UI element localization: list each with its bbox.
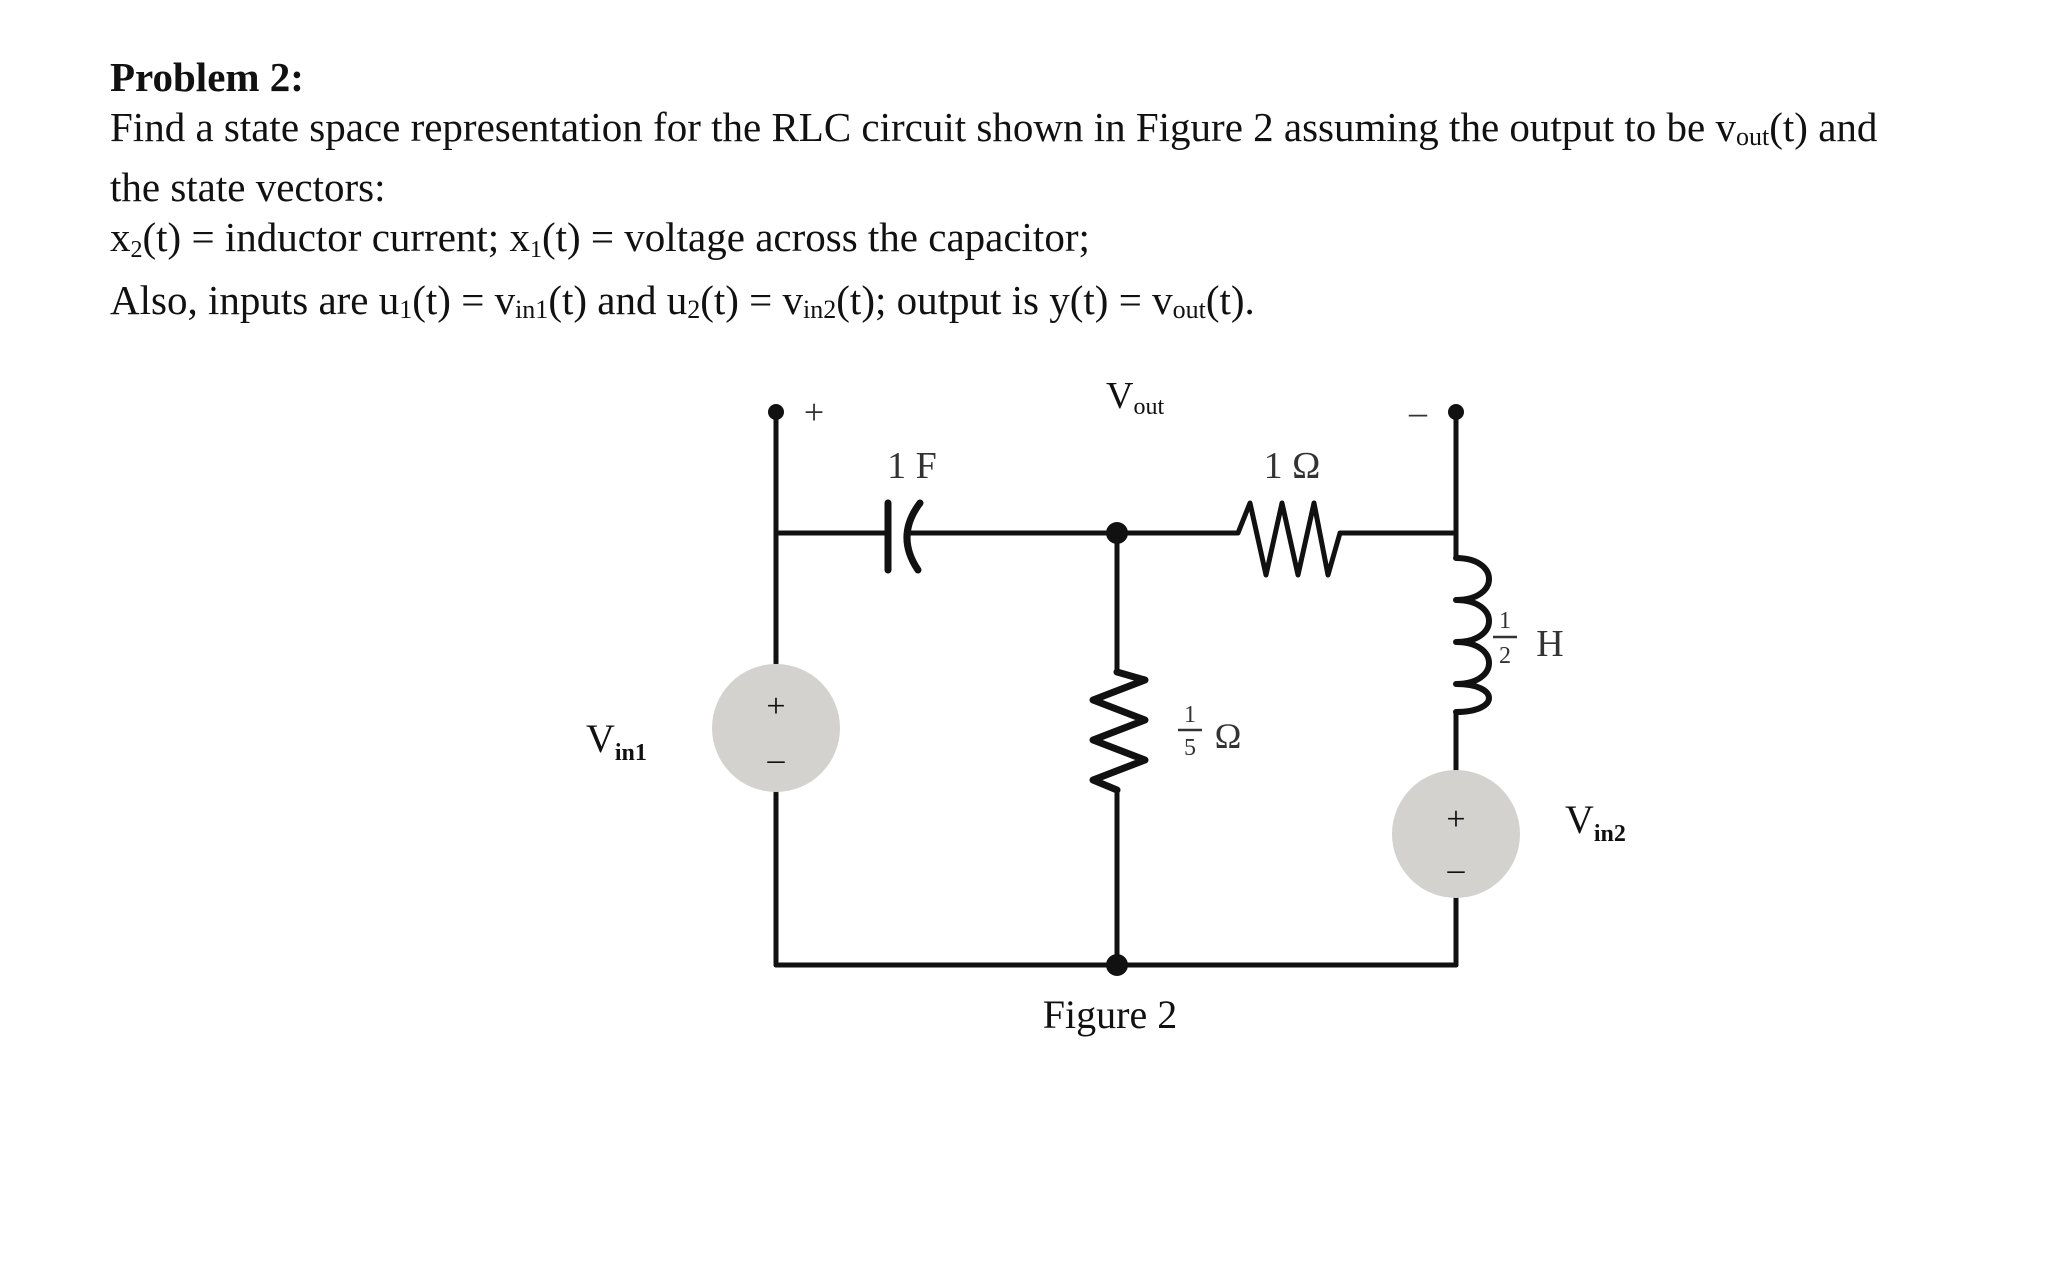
source-plus-sign: + (766, 688, 785, 725)
io-text: Also, inputs are u (110, 277, 400, 323)
x2-symbol: x (110, 214, 131, 260)
terminal-minus-dot (1448, 404, 1464, 420)
statement-text-end: (t) and (1769, 104, 1878, 150)
vin2-subscript: in2 (803, 295, 837, 324)
io-text: (t). (1205, 277, 1255, 323)
problem-statement-line1: Find a state space representation for th… (110, 102, 2010, 162)
vin2-label: Vin2 (1565, 797, 1626, 847)
unit-ohm: Ω (1215, 716, 1242, 756)
vin1-label: Vin1 (586, 716, 647, 766)
resistor-series-zigzag (1229, 500, 1459, 578)
fraction-numerator: 1 (1499, 608, 1511, 634)
node-vout (1106, 522, 1128, 544)
terminal-plus-dot (768, 404, 784, 420)
source-body (1392, 770, 1520, 898)
fraction-numerator: 1 (1184, 702, 1196, 728)
source-body (712, 664, 840, 792)
state-definitions: x2(t) = inductor current; x1(t) = voltag… (110, 212, 2010, 275)
source-minus-sign: – (767, 741, 786, 778)
source-plus-sign: + (1446, 801, 1465, 838)
u1-subscript: 1 (399, 295, 413, 324)
fraction-denominator: 2 (1499, 643, 1511, 669)
source-minus-sign: – (1447, 851, 1466, 888)
inductor-coil (1453, 555, 1492, 715)
x2-definition: (t) = inductor current; x (142, 214, 530, 260)
resistor-series-label: 1 Ω (1264, 445, 1321, 487)
io-text: (t) = v (412, 277, 516, 323)
u2-subscript: 2 (687, 295, 701, 324)
x1-subscript: 1 (529, 237, 542, 263)
x2-subscript: 2 (130, 237, 143, 263)
fraction-denominator: 5 (1184, 735, 1196, 761)
x1-definition: (t) = voltage across the capacitor; (541, 214, 1090, 260)
terminal-plus-label: + (804, 392, 824, 432)
problem-title: Problem 2: (110, 54, 304, 100)
vout-subscript: out (1172, 295, 1206, 324)
problem-statement-line2: the state vectors: (110, 164, 386, 210)
resistor-shunt-label: 1 5 Ω (1178, 702, 1241, 761)
io-text: (t) = v (700, 277, 804, 323)
voltage-source-vin1: + – (712, 664, 840, 792)
inductor-label: 1 2 H (1493, 608, 1564, 669)
problem-text: Problem 2: Find a state space representa… (110, 52, 2010, 335)
input-output-definitions: Also, inputs are u1(t) = vin1(t) and u2(… (110, 275, 2010, 335)
terminal-minus-label: – (1408, 392, 1428, 432)
voltage-source-vin2: + – (1392, 770, 1520, 898)
capacitor-label: 1 F (887, 445, 937, 487)
resistor-shunt-zigzag (1089, 668, 1149, 794)
vout-subscript: out (1736, 122, 1770, 151)
vin1-subscript: in1 (515, 295, 549, 324)
io-text: (t) and u (548, 277, 688, 323)
unit-henry: H (1536, 623, 1563, 665)
node-ground (1106, 954, 1128, 976)
vout-label: Vout (1106, 375, 1164, 420)
statement-text: Find a state space representation for th… (110, 104, 1737, 150)
io-text: (t); output is y(t) = v (836, 277, 1173, 323)
capacitor-plate-curved (903, 499, 924, 574)
figure-caption: Figure 2 (1043, 992, 1177, 1037)
